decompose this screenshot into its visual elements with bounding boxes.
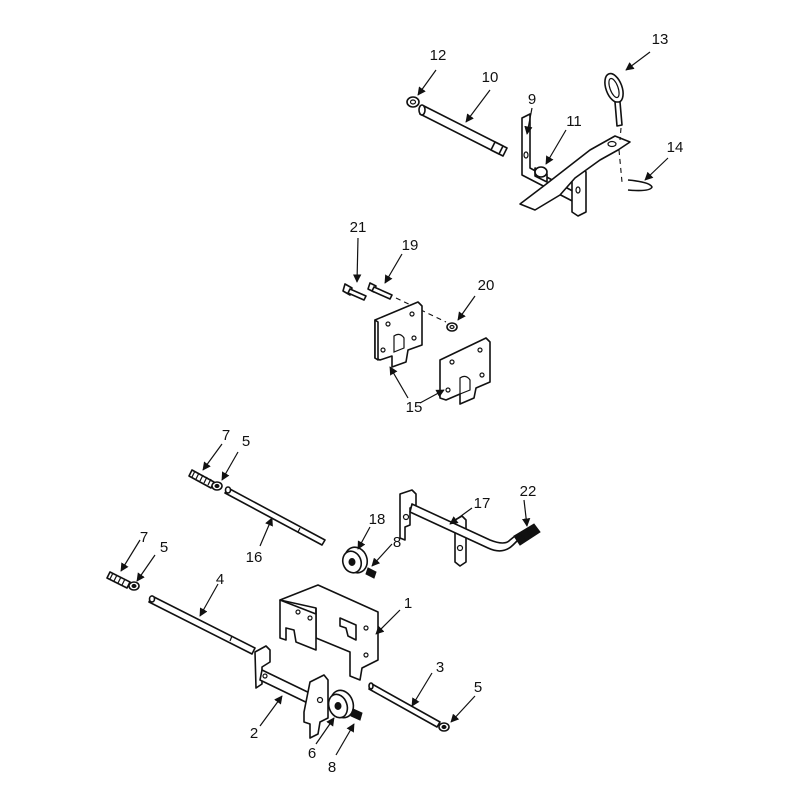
callout-11: 11	[566, 113, 582, 130]
pulley-6	[327, 689, 355, 719]
callout-6: 6	[308, 745, 316, 762]
callout-9: 9	[528, 91, 536, 108]
washer-5a	[211, 481, 223, 491]
set-screw-8a	[365, 567, 377, 579]
callout-18: 18	[369, 511, 386, 528]
callout-15: 15	[406, 399, 423, 416]
callout-21: 21	[350, 219, 367, 236]
callout-20: 20	[478, 277, 495, 294]
pulley-18	[341, 546, 369, 574]
shaft-16	[224, 486, 326, 546]
washer-5b	[128, 581, 140, 591]
callout-8-lower: 8	[328, 759, 336, 776]
callout-12: 12	[430, 47, 447, 64]
callout-22: 22	[520, 483, 537, 500]
hitch-bracket-9	[521, 113, 587, 217]
callout-7-lower: 7	[140, 529, 148, 546]
mounting-plate-15a	[374, 301, 423, 368]
hitch-pin-10	[418, 104, 508, 157]
spring-7b	[106, 571, 131, 589]
control-lever-assembly	[188, 469, 541, 579]
callout-2: 2	[250, 725, 258, 742]
hairpin-clip-14	[627, 179, 653, 192]
drawbar	[519, 135, 631, 211]
leader-lines	[120, 51, 669, 756]
nut-12	[406, 96, 420, 108]
callout-7-upper: 7	[222, 427, 230, 444]
callout-8-upper: 8	[393, 534, 401, 551]
idler-bracket-assembly	[106, 571, 450, 739]
callout-3: 3	[436, 659, 444, 676]
callout-5-right: 5	[474, 679, 482, 696]
hitch-assembly	[406, 72, 653, 217]
idler-arm-2	[254, 645, 329, 739]
callout-19: 19	[402, 237, 419, 254]
lever-rod-17	[399, 489, 519, 567]
nut-20	[446, 322, 458, 332]
callout-10: 10	[482, 69, 499, 86]
callout-14: 14	[667, 139, 684, 156]
callout-13: 13	[652, 31, 669, 48]
callout-5-upper: 5	[242, 433, 250, 450]
housing-bracket-1	[279, 584, 379, 681]
shaft-4	[148, 595, 256, 655]
callout-5-lower: 5	[160, 539, 168, 556]
callout-4: 4	[216, 571, 224, 588]
set-screw-8b	[350, 708, 363, 721]
pin-3	[368, 682, 441, 728]
nut-5c	[438, 722, 450, 732]
mounting-plate-15b	[439, 337, 491, 405]
spring-7a	[188, 469, 215, 489]
callout-17: 17	[474, 495, 491, 512]
grip-22	[513, 523, 541, 546]
callout-numbers: 12 10 9 11 13 14 21 19 20 15 7 5 16 18 8…	[140, 31, 684, 776]
callout-1: 1	[404, 595, 412, 612]
eye-pin-13	[604, 72, 624, 127]
mounting-plates	[342, 282, 491, 405]
callout-16: 16	[246, 549, 263, 566]
spacer-11	[534, 166, 548, 183]
bolt-19	[367, 282, 393, 300]
bolt-21	[342, 283, 367, 301]
